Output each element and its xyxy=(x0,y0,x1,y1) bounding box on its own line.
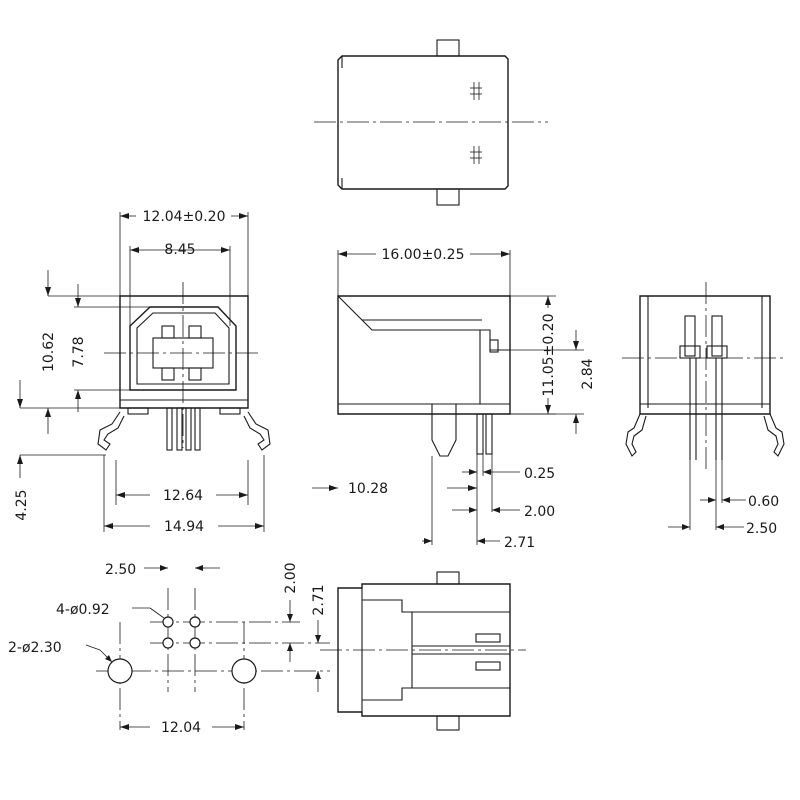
pin-mark-lower xyxy=(470,146,482,164)
end-view xyxy=(622,282,786,530)
bottom-view xyxy=(320,571,526,731)
dim-fp-post-offset: 2.71 xyxy=(311,584,327,692)
dim-leg-span: 14.94 xyxy=(104,519,264,535)
dim-fp-pitch-x: 2.50 xyxy=(105,562,220,578)
dim-lead-length: 4.25 xyxy=(14,380,30,521)
dim-board-offset-label: 10.28 xyxy=(348,481,388,497)
dim-fp-pin-holes-label: 4-ø0.92 xyxy=(56,602,110,618)
dim-pcb-height-label: 2.84 xyxy=(580,358,596,389)
dim-fp-post-holes-label: 2-ø2.30 xyxy=(8,640,62,656)
dim-front-port-height-label: 7.78 xyxy=(71,336,87,367)
pin-hole-4 xyxy=(189,637,201,649)
dim-end-pin-pitch: 2.50 xyxy=(668,521,777,537)
post-hole-left xyxy=(107,658,133,684)
pin-hole-3 xyxy=(162,637,174,649)
dim-front-height-label: 10.62 xyxy=(41,332,57,372)
dim-end-pin-pitch-label: 2.50 xyxy=(746,521,777,537)
dim-pin-width: 0.25 xyxy=(462,466,555,482)
top-view xyxy=(314,39,548,206)
dim-pcb-height: 2.84 xyxy=(573,330,596,434)
pin-hole-2 xyxy=(189,616,201,628)
dim-fp-pin-holes: 4-ø0.92 xyxy=(56,602,165,619)
dim-fp-post-offset-label: 2.71 xyxy=(311,584,327,615)
dim-side-length: 16.00±0.25 xyxy=(338,247,510,263)
side-view xyxy=(337,250,584,545)
dim-lead-length-label: 4.25 xyxy=(14,489,30,520)
dim-pin-span: 12.64 xyxy=(116,488,248,504)
dim-pin-width-label: 0.25 xyxy=(524,466,555,482)
pcb-footprint xyxy=(96,588,330,730)
dim-fp-post-span: 12.04 xyxy=(120,720,244,736)
post-hole-right xyxy=(231,658,257,684)
dim-side-height-label: 11.05±0.20 xyxy=(541,314,557,397)
pin-mark-upper xyxy=(470,82,482,100)
dim-front-inner-label: 8.45 xyxy=(164,242,195,258)
dim-front-inner: 8.45 xyxy=(130,242,230,258)
dim-row-spacing: 2.71 xyxy=(422,535,535,551)
dimensions: 12.04±0.20 8.45 10.62 7.78 xyxy=(8,209,779,736)
dim-fp-post-holes: 2-ø2.30 xyxy=(8,640,113,663)
dim-end-pin-width-label: 0.60 xyxy=(748,494,779,510)
dim-fp-pitch-y-label: 2.00 xyxy=(283,562,299,593)
dim-front-width: 12.04±0.20 xyxy=(120,209,248,225)
dim-end-pin-width: 0.60 xyxy=(700,494,779,510)
dim-leg-span-label: 14.94 xyxy=(164,519,204,535)
dim-front-height: 10.62 xyxy=(41,270,57,434)
dim-row-spacing-label: 2.71 xyxy=(504,535,535,551)
dim-fp-pitch-y: 2.00 xyxy=(283,562,299,662)
dim-fp-pitch-x-label: 2.50 xyxy=(105,562,136,578)
dim-fp-post-span-label: 12.04 xyxy=(161,720,201,736)
dim-front-port-height: 7.78 xyxy=(71,284,87,412)
pin-hole-1 xyxy=(162,616,174,628)
dim-board-offset: 10.28 xyxy=(312,481,477,497)
front-view xyxy=(20,212,271,532)
dim-pin-pitch: 2.00 xyxy=(452,504,555,520)
dim-side-length-label: 16.00±0.25 xyxy=(382,247,465,263)
dim-pin-span-label: 12.64 xyxy=(163,488,203,504)
dim-front-width-label: 12.04±0.20 xyxy=(143,209,226,225)
dim-side-height: 11.05±0.20 xyxy=(541,296,557,414)
dim-pin-pitch-label: 2.00 xyxy=(524,504,555,520)
